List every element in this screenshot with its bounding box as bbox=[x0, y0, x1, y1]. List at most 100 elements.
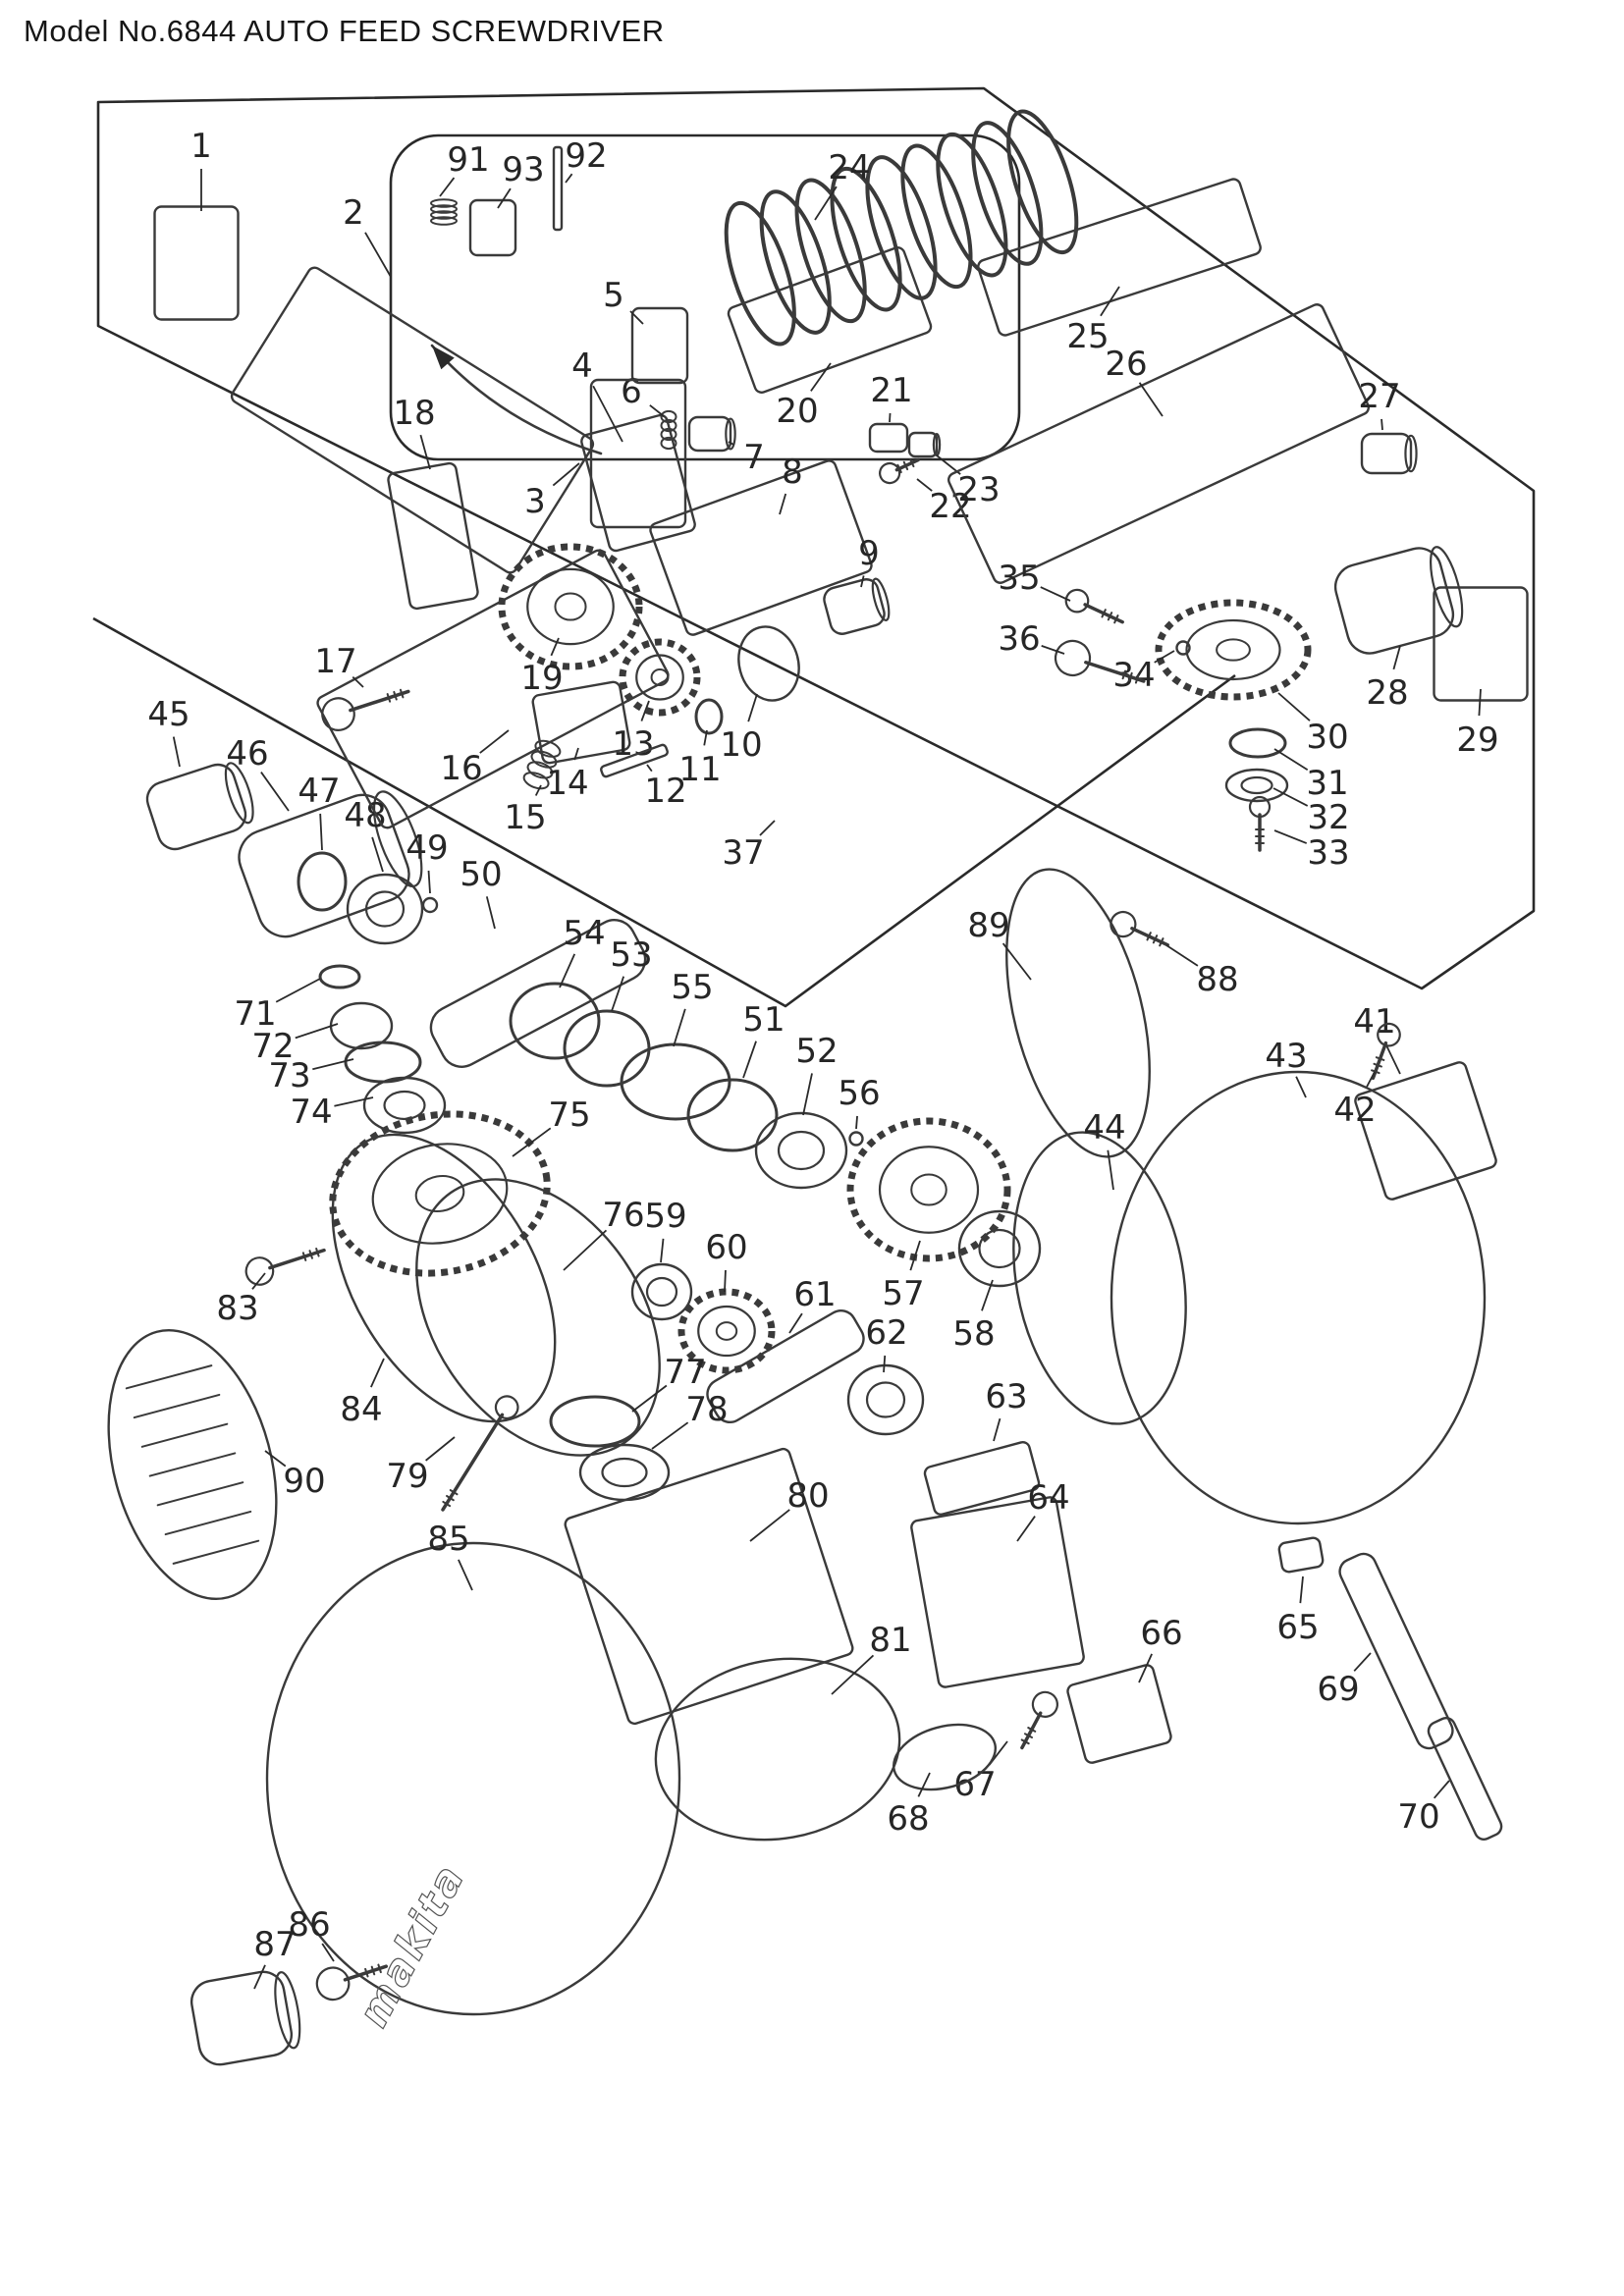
leader-line bbox=[660, 1238, 665, 1263]
part-46: 46 bbox=[226, 734, 423, 938]
part-89: 89 bbox=[967, 868, 1151, 1158]
part-glyph bbox=[848, 1131, 864, 1147]
part-number-label: 70 bbox=[1397, 1797, 1439, 1837]
part-glyph bbox=[907, 431, 942, 458]
leader-line bbox=[1392, 645, 1401, 670]
leader-line bbox=[512, 1127, 552, 1157]
part-glyph bbox=[1248, 795, 1272, 852]
leader-line bbox=[485, 896, 496, 930]
part-69: 69 bbox=[1317, 1552, 1454, 1750]
part-glyph bbox=[754, 1111, 848, 1190]
part-glyph bbox=[868, 422, 909, 454]
part-58: 58 bbox=[952, 1209, 1042, 1354]
part-number-label: 54 bbox=[563, 914, 605, 953]
part-76: 76 bbox=[415, 1178, 661, 1457]
part-number-label: 22 bbox=[929, 487, 971, 526]
part-50: 50 bbox=[429, 855, 647, 1068]
part-number-label: 6 bbox=[621, 372, 642, 411]
part-number-label: 86 bbox=[288, 1905, 330, 1945]
part-10: 10 bbox=[720, 625, 800, 765]
part-number-label: 73 bbox=[268, 1056, 310, 1095]
part-11: 11 bbox=[678, 698, 724, 789]
leader-line bbox=[759, 820, 776, 836]
leader-line bbox=[742, 1041, 757, 1079]
part-glyph bbox=[145, 762, 254, 851]
part-number-label: 45 bbox=[147, 695, 189, 734]
part-number-label: 92 bbox=[565, 136, 607, 176]
part-18: 18 bbox=[387, 394, 479, 611]
part-number-label: 10 bbox=[720, 725, 762, 765]
part-number-label: 72 bbox=[251, 1027, 294, 1066]
part-glyph bbox=[1005, 868, 1151, 1158]
part-number-label: 58 bbox=[952, 1314, 995, 1354]
part-56: 56 bbox=[838, 1074, 881, 1147]
part-glyph bbox=[846, 1363, 925, 1436]
part-number-label: 68 bbox=[887, 1799, 929, 1839]
leader-line bbox=[1107, 1149, 1114, 1191]
makita-logo: makita bbox=[349, 1855, 474, 2035]
part-glyph bbox=[724, 109, 1079, 347]
part-number-label: 64 bbox=[1027, 1478, 1069, 1518]
part-glyph bbox=[892, 1723, 998, 1791]
leader-line bbox=[253, 1964, 266, 1990]
leader-line bbox=[1040, 586, 1071, 602]
leader-line bbox=[563, 1229, 608, 1271]
part-number-label: 28 bbox=[1366, 673, 1408, 713]
leader-line bbox=[631, 1384, 668, 1413]
part-number-label: 18 bbox=[393, 394, 435, 433]
part-number-label: 89 bbox=[967, 906, 1009, 945]
part-glyph bbox=[522, 739, 562, 790]
part-number-label: 15 bbox=[504, 798, 546, 837]
part-glyph bbox=[509, 982, 601, 1060]
leader-line bbox=[1478, 688, 1482, 717]
part-86: 86 bbox=[288, 1905, 389, 2002]
part-number-label: 83 bbox=[216, 1289, 258, 1328]
part-number-label: 36 bbox=[998, 619, 1040, 659]
part-57: 57 bbox=[846, 1117, 1011, 1313]
inset-box bbox=[389, 133, 1021, 461]
part-number-label: 44 bbox=[1083, 1108, 1125, 1148]
inset-pointer-arrow bbox=[430, 344, 603, 455]
part-glyph bbox=[910, 1496, 1085, 1688]
leader-line bbox=[479, 729, 510, 754]
leader-line bbox=[1433, 1780, 1450, 1799]
part-21: 21 bbox=[868, 371, 913, 454]
part-31: 31 bbox=[1228, 727, 1349, 803]
part-number-label: 3 bbox=[524, 482, 546, 521]
leader-line bbox=[251, 1272, 266, 1290]
part-51: 51 bbox=[686, 1000, 785, 1152]
leader-line bbox=[1353, 1652, 1372, 1672]
part-number-label: 27 bbox=[1358, 377, 1400, 416]
part-number-label: 74 bbox=[290, 1093, 332, 1132]
part-22: 22 bbox=[879, 457, 972, 526]
part-8: 8 bbox=[649, 453, 873, 636]
part-number-label: 77 bbox=[664, 1353, 706, 1392]
part-number-label: 9 bbox=[858, 534, 880, 573]
leader-line bbox=[981, 1279, 994, 1311]
part-number-label: 37 bbox=[722, 833, 764, 873]
part-3: 3 bbox=[524, 378, 687, 529]
part-55: 55 bbox=[620, 968, 731, 1121]
part-number-label: 81 bbox=[869, 1621, 911, 1660]
part-glyph bbox=[531, 680, 631, 765]
leader-line bbox=[439, 177, 456, 197]
part-33: 33 bbox=[1248, 795, 1350, 873]
part-37: 37 bbox=[722, 820, 776, 873]
part-number-label: 76 bbox=[602, 1196, 644, 1235]
part-number-label: 12 bbox=[644, 772, 686, 811]
part-number-label: 34 bbox=[1112, 656, 1155, 695]
part-90: 90 bbox=[107, 1328, 326, 1601]
part-number-label: 26 bbox=[1105, 345, 1147, 384]
part-6: 6 bbox=[621, 372, 677, 451]
part-85: 85 bbox=[265, 1520, 681, 2016]
part-number-label: 11 bbox=[678, 750, 721, 789]
part-number-label: 49 bbox=[406, 828, 448, 868]
part-glyph bbox=[630, 306, 689, 385]
page-title: Model No.6844 AUTO FEED SCREWDRIVER bbox=[24, 14, 665, 48]
part-glyph bbox=[737, 625, 800, 702]
part-13: 13 bbox=[612, 638, 701, 764]
part-number-label: 25 bbox=[1066, 317, 1109, 356]
leader-line bbox=[321, 1943, 335, 1962]
part-81: 81 bbox=[654, 1621, 912, 1842]
leader-line bbox=[673, 1008, 686, 1047]
